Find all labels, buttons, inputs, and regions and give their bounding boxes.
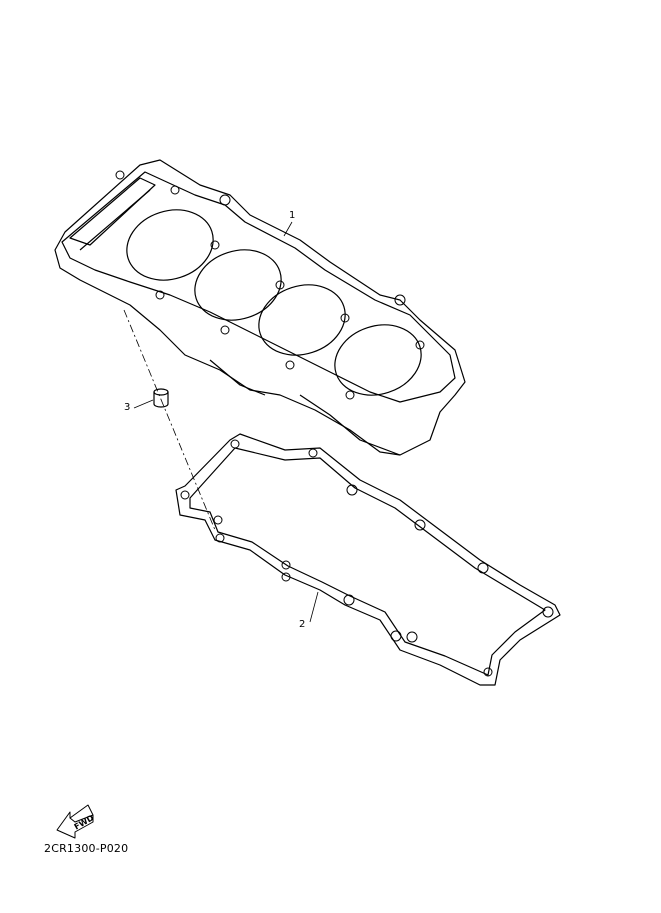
fwd-arrow-icon: FWD [56,804,96,839]
drawing-code: 2CR1300-P020 [44,842,129,855]
leader-lines [123,221,319,623]
dowel-pin [153,388,169,408]
callout-2: 2 [299,619,306,630]
callout-3: 3 [124,402,131,413]
svg-text:FWD: FWD [73,813,96,831]
callout-1: 1 [289,210,296,221]
cylinder-block [54,159,466,456]
cylinder-gasket [175,433,561,686]
